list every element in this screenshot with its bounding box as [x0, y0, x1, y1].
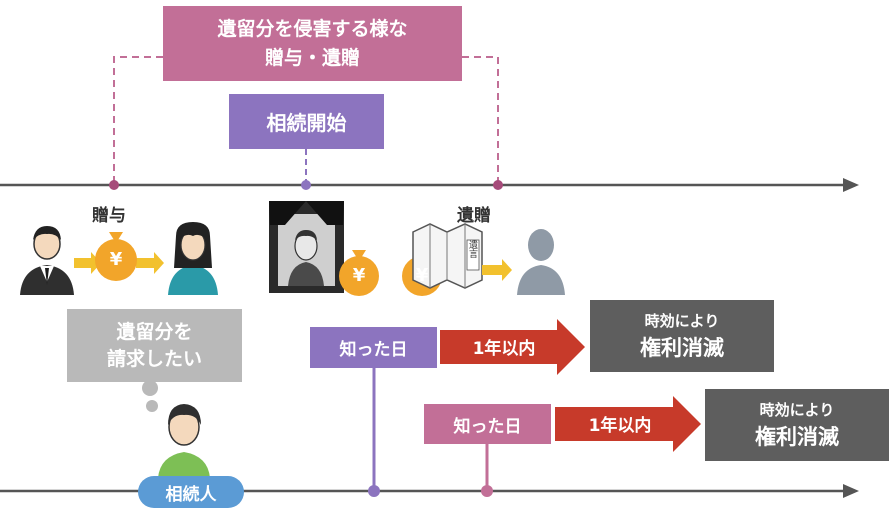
row2-bottom-dot — [481, 485, 493, 497]
bubble-line1: 遺留分を — [116, 320, 193, 343]
inheritance-start-box: 相続開始 — [229, 94, 384, 149]
money-bag-gift-icon — [95, 232, 137, 281]
row2-knew-day-label: 知った日 — [453, 416, 522, 437]
bequest-label: 遺贈 — [457, 206, 491, 226]
row2-result-line2: 権利消滅 — [755, 425, 839, 449]
yen-symbol-estate: ¥ — [352, 265, 366, 286]
thought-bubble-dot-large — [142, 380, 158, 396]
row1-result-line1: 時効により — [644, 312, 720, 330]
heir-person-icon — [158, 404, 210, 478]
deceased-portrait-icon — [269, 201, 344, 293]
beneficiary-person-icon — [517, 229, 565, 295]
thought-bubble: 遺留分を 請求したい — [67, 309, 242, 382]
infringing-box-line2: 贈与・遺贈 — [264, 46, 360, 69]
infringing-gift-bequest-box: 遺留分を侵害する様な 贈与・遺贈 — [163, 6, 462, 81]
dashed-connector-gift — [113, 56, 163, 183]
thought-bubble-dot-small — [146, 400, 158, 412]
bubble-line2: 請求したい — [106, 347, 202, 370]
row2-period-arrow — [555, 396, 701, 452]
row2-result-box: 時効により 権利消滅 — [705, 389, 889, 461]
row1-knew-day-box: 知った日 — [310, 327, 437, 368]
bottom-timeline-arrowhead — [843, 484, 859, 498]
gift-dot — [109, 180, 119, 190]
row2-result-line1: 時効により — [759, 401, 835, 419]
heir-badge-label: 相続人 — [165, 484, 217, 505]
inheritance-start-label: 相続開始 — [266, 111, 347, 135]
gift-arrow-1 — [74, 252, 101, 274]
yen-symbol-bequest: ¥ — [415, 265, 429, 286]
row1-result-line2: 権利消滅 — [640, 336, 724, 360]
money-bag-estate-icon — [339, 250, 379, 296]
row1-period-label: 1年以内 — [472, 339, 536, 359]
row2-period-label: 1年以内 — [588, 416, 652, 436]
gift-arrow-2 — [136, 252, 164, 274]
row1-period-arrow — [440, 319, 585, 375]
top-timeline-arrowhead — [843, 178, 859, 192]
row2-knew-day-box: 知った日 — [424, 404, 551, 444]
gift-label: 贈与 — [92, 206, 126, 226]
row1-knew-day-label: 知った日 — [339, 340, 408, 360]
giver-person-icon — [20, 226, 74, 295]
bequest-dot — [493, 180, 503, 190]
row1-result-box: 時効により 権利消滅 — [590, 300, 774, 372]
row1-bottom-dot — [368, 485, 380, 497]
will-document-icon — [412, 223, 483, 289]
heir-badge: 相続人 — [138, 476, 244, 508]
infringing-box-line1: 遺留分を侵害する様な — [217, 17, 408, 40]
dashed-connector-bequest — [462, 56, 499, 183]
bequest-arrow — [482, 259, 512, 281]
receiver-person-icon — [168, 222, 218, 295]
start-dot — [301, 180, 311, 190]
yen-symbol-gift: ¥ — [109, 249, 123, 270]
will-text: 遺言 — [467, 240, 477, 258]
